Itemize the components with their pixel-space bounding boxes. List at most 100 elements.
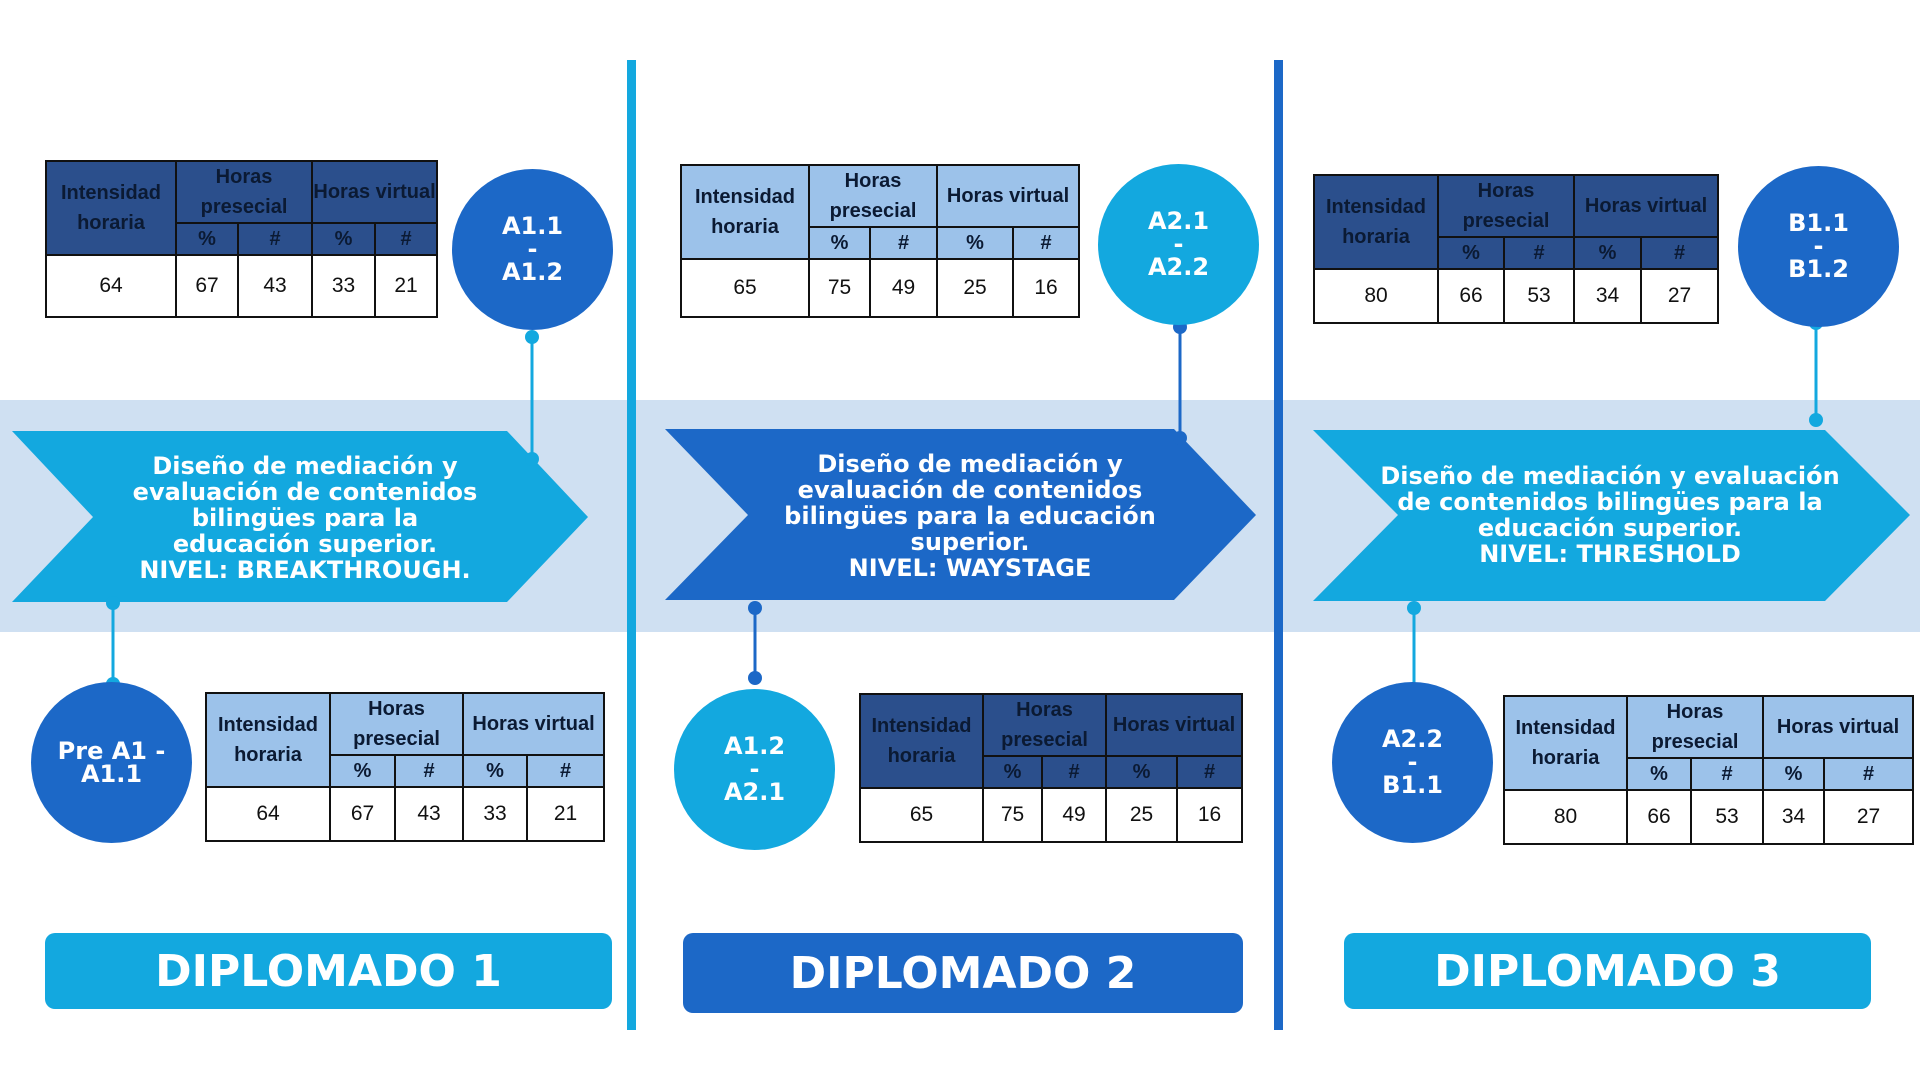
cell-pres-pct: 66 bbox=[1437, 268, 1505, 324]
circle-line: - bbox=[1173, 230, 1184, 258]
header-pct: % bbox=[1573, 236, 1643, 270]
circle-line: B1.1 bbox=[1788, 209, 1849, 237]
circle-line: A2.1 bbox=[723, 778, 786, 806]
cell-virt-pct: 25 bbox=[936, 258, 1015, 318]
hours-table-top-2: Intensidad horaria Horas presecial Horas… bbox=[680, 164, 1081, 318]
header-intensidad: Intensidad horaria bbox=[680, 164, 810, 260]
arrow-line: NIVEL: BREAKTHROUGH. bbox=[139, 555, 471, 584]
header-num: # bbox=[1040, 755, 1108, 789]
arrow-text-diplomado-3: Diseño de mediación y evaluación de cont… bbox=[1370, 445, 1850, 585]
header-virtual: Horas virtual bbox=[462, 692, 606, 756]
cell-pres-pct: 67 bbox=[175, 254, 239, 318]
arrow-line: superior. bbox=[910, 527, 1030, 556]
hours-table-bottom-2: Intensidad horaria Horas presecial Horas… bbox=[859, 693, 1244, 843]
column-divider-1 bbox=[627, 60, 636, 1030]
arrow-line: educación superior. bbox=[172, 529, 438, 558]
header-pct: % bbox=[1437, 236, 1505, 270]
header-pct: % bbox=[175, 222, 239, 256]
header-presencial: Horas presecial bbox=[1436, 174, 1576, 238]
cell-virt-num: 21 bbox=[526, 786, 606, 842]
header-intensidad: Intensidad horaria bbox=[859, 693, 984, 789]
arrow-line: Diseño de mediación y evaluación bbox=[1380, 462, 1840, 490]
cell-pres-num: 43 bbox=[393, 786, 465, 842]
column-divider-2 bbox=[1274, 60, 1283, 1030]
header-pct: % bbox=[808, 226, 871, 260]
circle-line: B1.1 bbox=[1382, 771, 1443, 799]
header-presencial: Horas presecial bbox=[981, 693, 1108, 757]
arrow-line: educación superior. bbox=[1477, 514, 1743, 542]
connector-dot bbox=[525, 330, 539, 344]
header-virtual: Horas virtual bbox=[936, 164, 1081, 228]
circle-line: Pre A1 - bbox=[57, 736, 166, 765]
header-intensidad: Intensidad horaria bbox=[205, 692, 331, 788]
header-pct: % bbox=[1762, 757, 1826, 791]
header-num: # bbox=[1502, 236, 1576, 270]
circle-line: A1.1 bbox=[80, 759, 143, 788]
connector-dot bbox=[1809, 413, 1823, 427]
arrow-line: Diseño de mediación y bbox=[817, 449, 1123, 478]
cell-virt-pct: 25 bbox=[1105, 787, 1179, 843]
header-num: # bbox=[1176, 755, 1244, 789]
level-circle-bottom-3: A2.2 - B1.1 bbox=[1332, 682, 1493, 843]
header-presencial: Horas presecial bbox=[174, 160, 314, 224]
arrow-text-diplomado-2: Diseño de mediación y evaluación de cont… bbox=[760, 438, 1180, 593]
header-intensidad: Intensidad horaria bbox=[1503, 695, 1628, 791]
circle-line: - bbox=[1407, 748, 1418, 776]
cell-virt-num: 27 bbox=[1823, 789, 1915, 845]
arrow-line: NIVEL: WAYSTAGE bbox=[848, 553, 1092, 582]
diplomado-2-label: DIPLOMADO 2 bbox=[683, 933, 1243, 1013]
header-num: # bbox=[526, 754, 606, 788]
cell-pres-num: 53 bbox=[1502, 268, 1576, 324]
circle-line: A1.2 bbox=[501, 258, 564, 286]
header-num: # bbox=[374, 222, 439, 256]
header-pct: % bbox=[311, 222, 377, 256]
header-num: # bbox=[868, 226, 939, 260]
header-num: # bbox=[1640, 236, 1720, 270]
cell-pres-pct: 67 bbox=[329, 786, 396, 842]
cell-virt-num: 16 bbox=[1176, 787, 1244, 843]
level-circle-top-2: A2.1 - A2.2 bbox=[1098, 164, 1259, 325]
header-pct: % bbox=[329, 754, 396, 788]
circle-line: A1.2 bbox=[723, 732, 786, 760]
cell-intensidad: 65 bbox=[859, 787, 984, 843]
header-pct: % bbox=[462, 754, 529, 788]
cell-virt-num: 27 bbox=[1640, 268, 1720, 324]
connector-dot bbox=[525, 452, 539, 466]
cell-virt-pct: 33 bbox=[462, 786, 529, 842]
arrow-line: Diseño de mediación y bbox=[152, 451, 458, 480]
cell-intensidad: 80 bbox=[1313, 268, 1439, 324]
header-pct: % bbox=[1626, 757, 1692, 791]
header-num: # bbox=[236, 222, 314, 256]
cell-pres-num: 53 bbox=[1689, 789, 1765, 845]
cell-intensidad: 64 bbox=[45, 254, 177, 318]
header-pct: % bbox=[982, 755, 1043, 789]
cell-intensidad: 65 bbox=[680, 258, 810, 318]
header-presencial: Horas presecial bbox=[1625, 695, 1765, 759]
circle-line: A2.1 bbox=[1147, 207, 1210, 235]
connector-dot bbox=[1173, 431, 1187, 445]
connector-dot bbox=[106, 596, 120, 610]
header-virtual: Horas virtual bbox=[311, 160, 439, 224]
connector-dot bbox=[748, 671, 762, 685]
cell-pres-pct: 66 bbox=[1626, 789, 1692, 845]
header-num: # bbox=[1012, 226, 1081, 260]
arrow-line: de contenidos bilingües para la bbox=[1397, 488, 1823, 516]
header-virtual: Horas virtual bbox=[1573, 174, 1720, 238]
connector-dot bbox=[1407, 601, 1421, 615]
level-circle-top-1: A1.1 - A1.2 bbox=[452, 169, 613, 330]
hours-table-top-1: Intensidad horaria Horas presecial Horas… bbox=[45, 160, 439, 318]
cell-pres-num: 49 bbox=[868, 258, 939, 318]
arrow-diplomado-1 bbox=[12, 431, 588, 602]
cell-pres-num: 49 bbox=[1040, 787, 1108, 843]
circle-line: A2.2 bbox=[1147, 253, 1210, 281]
cell-pres-num: 43 bbox=[236, 254, 314, 318]
arrow-text-diplomado-1: Diseño de mediación y evaluación de cont… bbox=[105, 440, 505, 595]
level-circle-top-3: B1.1 - B1.2 bbox=[1738, 166, 1899, 327]
circle-line: B1.2 bbox=[1788, 255, 1849, 283]
circle-line: - bbox=[749, 755, 760, 783]
cell-virt-pct: 33 bbox=[311, 254, 377, 318]
header-intensidad: Intensidad horaria bbox=[45, 160, 177, 256]
circle-line: A2.2 bbox=[1381, 725, 1444, 753]
cell-intensidad: 80 bbox=[1503, 789, 1628, 845]
